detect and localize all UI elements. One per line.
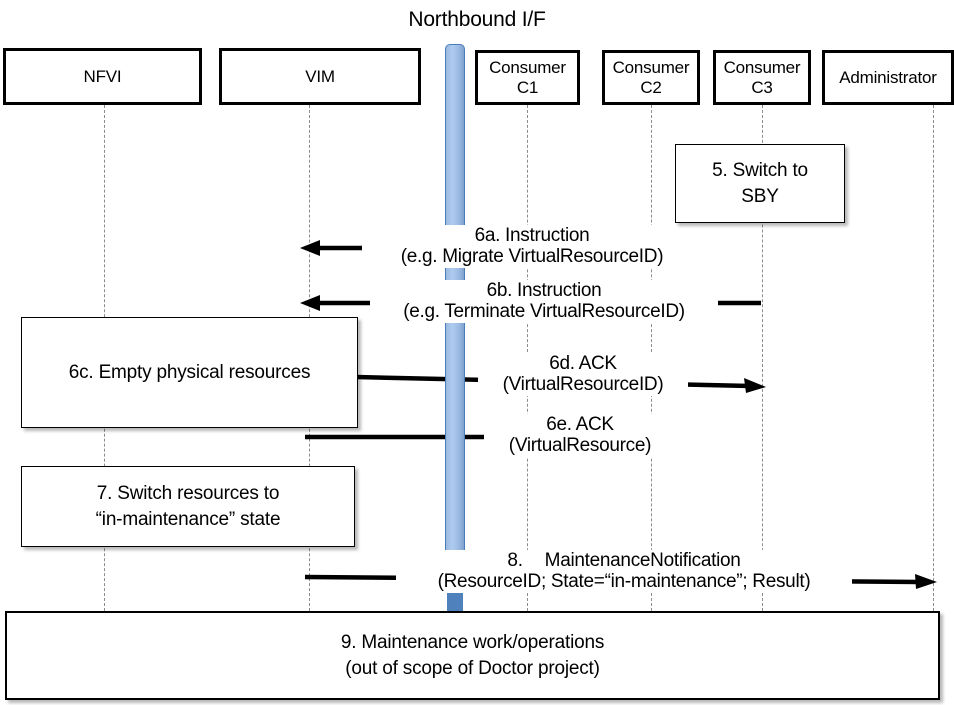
actor-label-consumer-c3: Consumer C3 [723, 58, 801, 97]
lifeline-admin [933, 105, 934, 611]
message-label-6a-params: (e.g. Migrate VirtualResourceID) [362, 246, 702, 268]
message-label-6b-params: (e.g. Terminate VirtualResourceID) [370, 301, 718, 323]
note-box-7-switch-resources-in-maintenance[interactable]: 7. Switch resources to “in-maintenance” … [21, 466, 355, 547]
note-box-9-maintenance-work[interactable]: 9. Maintenance work/operations (out of s… [5, 611, 940, 700]
message-label-6a-title: 6a. Instruction [362, 225, 702, 247]
note-label-7: 7. Switch resources to “in-maintenance” … [95, 482, 281, 530]
actor-box-consumer-c3[interactable]: Consumer C3 [713, 50, 811, 105]
note-label-9: 9. Maintenance work/operations (out of s… [340, 631, 605, 679]
actor-label-nfvi: NFVI [83, 66, 122, 86]
note-label-6c: 6c. Empty physical resources [68, 361, 311, 383]
lifeline-c3 [762, 105, 763, 611]
message-label-6b: 6b. Instruction (e.g. Terminate VirtualR… [370, 280, 718, 323]
diagram-title: Northbound I/F [408, 8, 546, 31]
message-label-8-params: (ResourceID; State=“in-maintenance”; Res… [396, 571, 852, 593]
message-label-6b-title: 6b. Instruction [370, 280, 718, 302]
message-label-8-title: MaintenanceNotification [544, 550, 741, 571]
actor-box-consumer-c1[interactable]: Consumer C1 [475, 50, 580, 105]
actor-box-vim[interactable]: VIM [219, 48, 421, 105]
actor-box-administrator[interactable]: Administrator [822, 50, 954, 105]
actor-label-vim: VIM [305, 66, 335, 86]
note-label-5: 5. Switch to SBY [712, 159, 808, 207]
actor-box-nfvi[interactable]: NFVI [3, 48, 202, 105]
note-box-5-switch-to-sby[interactable]: 5. Switch to SBY [675, 144, 845, 223]
message-label-6d: 6d. ACK (VirtualResourceID) [478, 353, 688, 396]
actor-label-consumer-c2: Consumer C2 [612, 58, 690, 97]
actor-box-consumer-c2[interactable]: Consumer C2 [602, 50, 700, 105]
message-label-6a: 6a. Instruction (e.g. Migrate VirtualRes… [362, 225, 702, 268]
message-label-6d-params: (VirtualResourceID) [478, 374, 688, 396]
message-label-6e: 6e. ACK (VirtualResource) [484, 414, 676, 457]
note-box-6c-empty-physical-resources[interactable]: 6c. Empty physical resources [21, 317, 358, 428]
message-label-6d-title: 6d. ACK [478, 353, 688, 375]
actor-label-consumer-c1: Consumer C1 [489, 58, 566, 97]
message-label-6e-params: (VirtualResource) [484, 435, 676, 457]
actor-label-administrator: Administrator [839, 67, 937, 87]
message-label-6e-title: 6e. ACK [484, 414, 676, 436]
message-label-8-number: 8. [507, 550, 523, 571]
message-label-8: 8. MaintenanceNotification (ResourceID; S… [396, 550, 852, 593]
message-label-8-title-row: 8. MaintenanceNotification [396, 550, 852, 572]
